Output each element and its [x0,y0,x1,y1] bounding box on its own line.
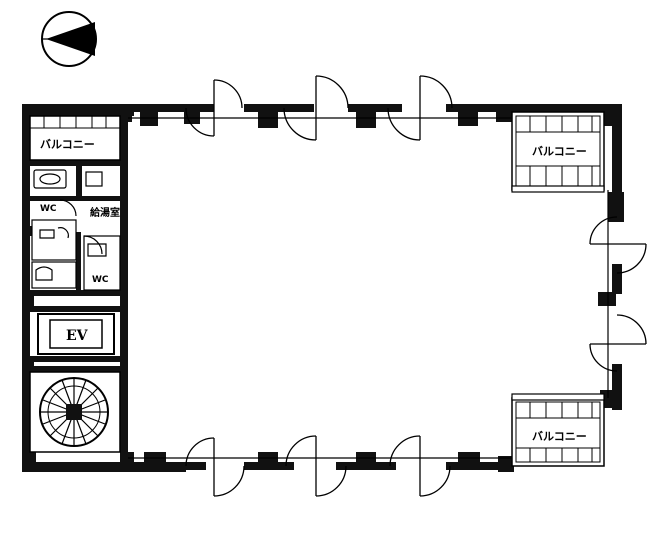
door-top-3 [387,75,453,141]
wc-upper-label: WC [40,204,57,214]
door-bottom-3 [389,435,451,497]
exterior-walls [22,104,624,472]
wc-area [31,169,121,291]
door-right-2 [589,314,647,372]
core-walls [30,104,128,472]
balcony-left: バルコニー [29,115,121,161]
door-right-1 [589,216,647,274]
balcony-bottom-right: バルコニー [511,393,605,467]
elevator: EV [37,313,115,355]
elevator-label: EV [66,328,89,344]
spiral-staircase [29,371,121,453]
balcony-left-label: バルコニー [40,138,95,151]
facade-lines [128,117,609,459]
door-top-2 [283,75,349,141]
door-bottom-1 [185,437,245,497]
doors [185,75,647,497]
door-top-1 [185,79,243,137]
kyutoshitsu-label: 給湯室 [90,206,120,219]
door-bottom-2 [285,435,347,497]
balcony-top-right-label: バルコニー [532,145,587,158]
balcony-bottom-right-label: バルコニー [532,430,587,443]
balcony-top-right: バルコニー [511,111,605,193]
north-arrow-icon [41,11,97,67]
wc-lower-label: WC [92,275,109,285]
